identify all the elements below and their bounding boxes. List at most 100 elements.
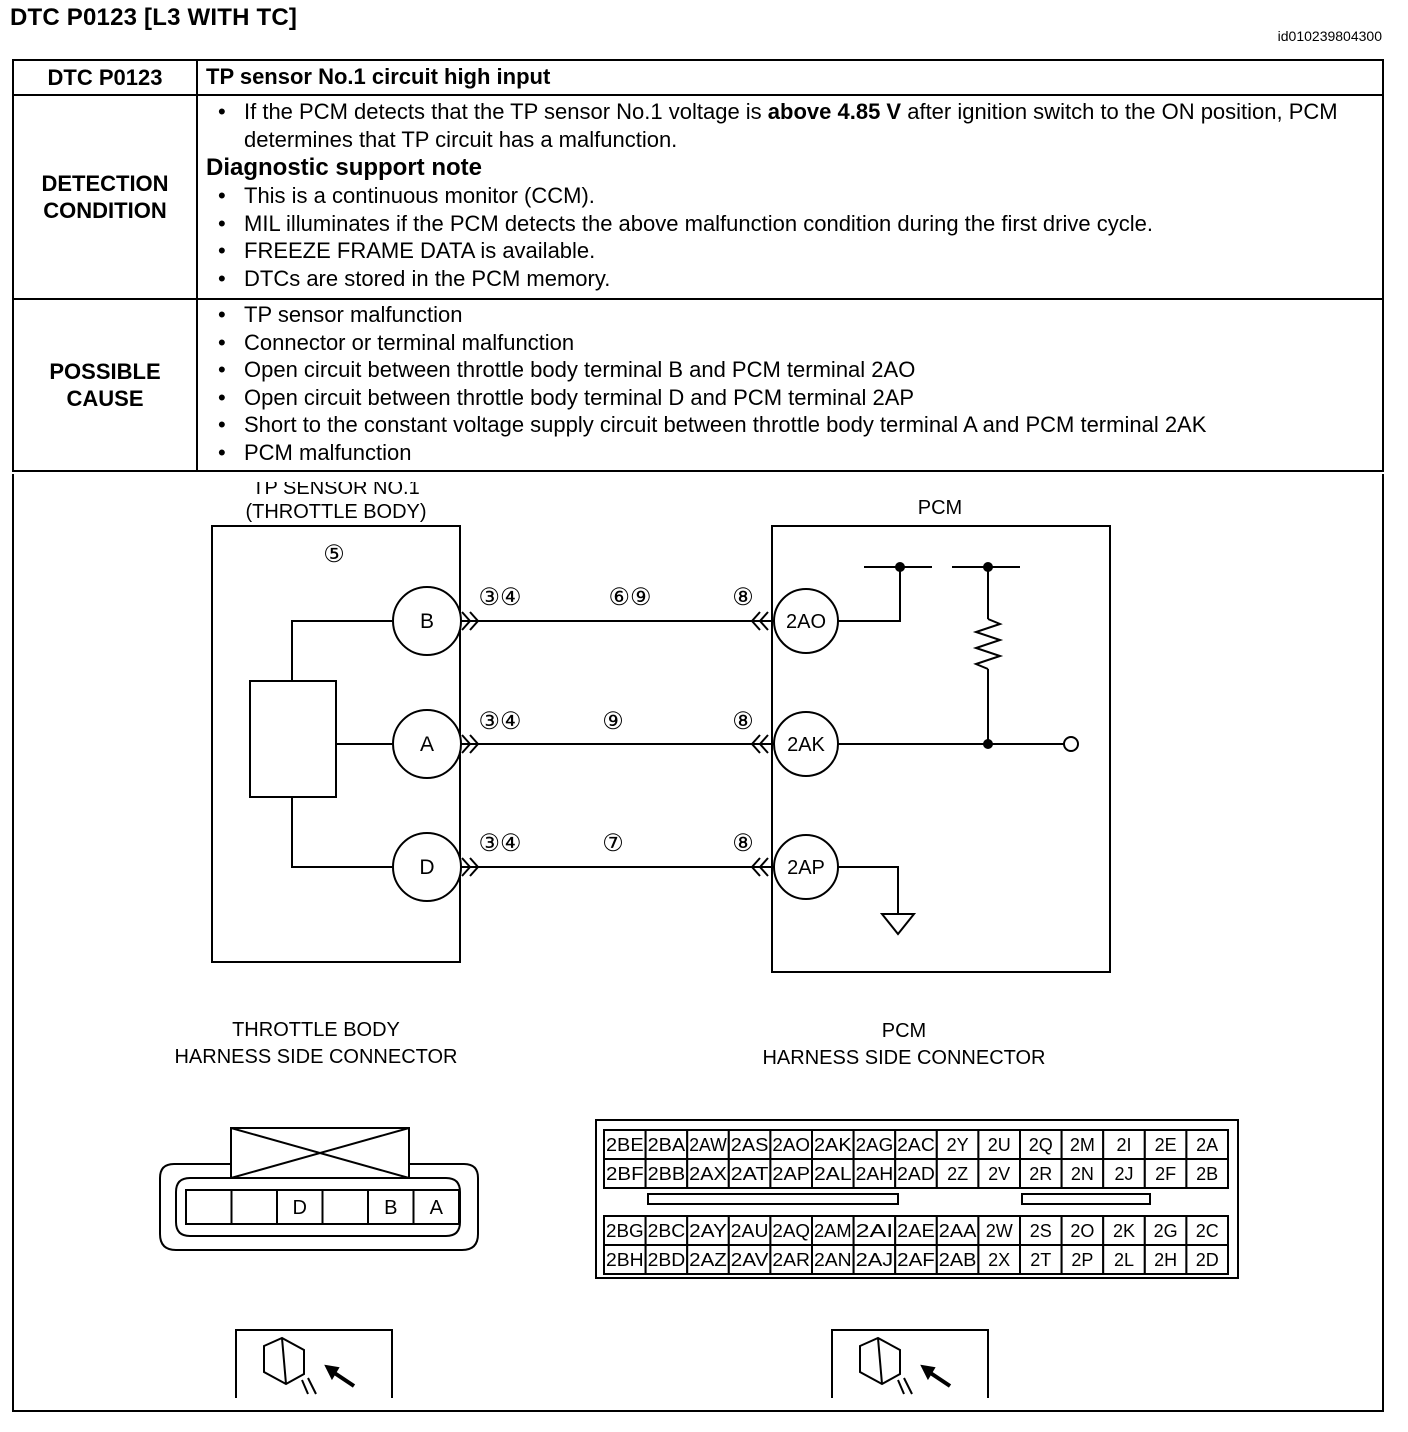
pcm-pin: 2AS [727,1129,772,1160]
throttle-body-connector [159,1127,479,1251]
pcm-pin: 2AO [769,1129,814,1160]
pcm-internal-wire-2ap [838,866,899,914]
svg-text:2BA: 2BA [648,1135,686,1155]
tb-pin [230,1189,278,1225]
pcm-signal-terminal [1063,736,1079,752]
sensor-ref-number: ⑤ [323,541,345,568]
wire-ref-left: ③④ [478,584,521,611]
cause-label-line1: POSSIBLE [49,359,161,384]
wire-ref-left: ③④ [478,708,521,735]
svg-text:2Z: 2Z [947,1164,968,1184]
pcm-pin: 2BB [644,1158,689,1189]
wire-ref-left: ③④ [478,830,521,857]
pcm-terminal-2ap: 2AP [773,834,839,900]
pcm-pin: 2M [1060,1129,1105,1160]
pcm-pin: 2AW [686,1129,730,1160]
pcm-internal-wire-2ao [838,567,901,622]
svg-text:D: D [293,1197,307,1219]
svg-text:2AL: 2AL [814,1164,852,1184]
svg-text:2AS: 2AS [731,1135,769,1155]
svg-text:A: A [420,733,434,756]
wire-ref-mid: ⑥⑨ [608,584,651,611]
cause-row: POSSIBLE CAUSE TP sensor malfunction Con… [12,298,1384,472]
svg-text:2A: 2A [1196,1135,1218,1155]
detection-label: DETECTION CONDITION [12,94,198,300]
support-note-list: This is a continuous monitor (CCM). MIL … [206,182,1374,292]
svg-text:2T: 2T [1030,1250,1051,1270]
svg-text:2J: 2J [1114,1164,1133,1184]
svg-text:2F: 2F [1155,1164,1176,1184]
svg-text:2BG: 2BG [606,1221,644,1241]
svg-text:2N: 2N [1071,1164,1094,1184]
svg-text:2L: 2L [1114,1250,1134,1270]
pcm-pin: 2AM [811,1215,855,1246]
tb-pin: A [412,1189,460,1225]
pcm-pin: 2AB [935,1244,980,1275]
pcm-pin: 2AE [894,1215,938,1246]
connector-chevron [461,611,480,631]
connector-chevron [461,734,480,754]
tb-pin [321,1189,369,1225]
svg-text:2H: 2H [1154,1250,1177,1270]
svg-text:2AR: 2AR [772,1250,810,1270]
cause-list: TP sensor malfunction Connector or termi… [206,301,1374,466]
svg-text:2AP: 2AP [787,857,825,879]
svg-text:2C: 2C [1196,1221,1219,1241]
svg-text:2X: 2X [988,1250,1010,1270]
tb-pin: B [367,1189,415,1225]
svg-text:A: A [430,1197,444,1219]
list-item: Open circuit between throttle body termi… [206,356,1374,384]
detection-row: DETECTION CONDITION If the PCM detects t… [12,94,1384,300]
detection-label-line1: DETECTION [41,171,169,196]
pcm-terminal-2ak: 2AK [773,711,839,777]
svg-text:2AF: 2AF [897,1250,935,1270]
pcm-pin: 2B [1185,1158,1230,1189]
sensor-wire-b [291,620,392,681]
junction-dot [983,562,993,572]
svg-text:2K: 2K [1113,1221,1135,1241]
svg-text:2S: 2S [1030,1221,1052,1241]
svg-text:2AK: 2AK [814,1135,852,1155]
pcm-pin: 2AN [811,1244,855,1275]
pcm-pin: 2BF [603,1158,647,1189]
pcm-pin: 2AA [935,1215,980,1246]
pcm-pin: 2AT [727,1158,772,1189]
pcm-pin: 2BG [603,1215,647,1246]
list-item: Short to the constant voltage supply cir… [206,411,1374,439]
tp-sensor-element [249,680,337,798]
svg-text:2R: 2R [1029,1164,1052,1184]
junction-dot [895,562,905,572]
svg-text:2BH: 2BH [606,1250,644,1270]
connector-view-icon [235,1329,393,1398]
pcm-pin: 2J [1102,1158,1146,1189]
dtc-table: DTC P0123 TP sensor No.1 circuit high in… [12,59,1384,472]
svg-text:2I: 2I [1116,1135,1131,1155]
pcm-pin: 2L [1102,1244,1146,1275]
svg-text:2AP: 2AP [772,1164,810,1184]
pcm-pin: 2H [1143,1244,1188,1275]
dtc-description: TP sensor No.1 circuit high input [196,59,1384,96]
pcm-pin: 2O [1060,1215,1105,1246]
svg-text:2B: 2B [1196,1164,1218,1184]
pcm-pin: 2AV [727,1244,772,1275]
detection-item: If the PCM detects that the TP sensor No… [206,98,1374,153]
wire-ref-right: ⑧ [732,584,754,611]
pcm-pin: 2AJ [852,1244,897,1275]
pcm-pin: 2K [1102,1215,1146,1246]
tb-pin [185,1189,233,1225]
pcm-pin: 2AY [686,1215,730,1246]
sensor-terminal-d: D [392,832,462,902]
pcm-pin: 2W [977,1215,1022,1246]
svg-text:2AG: 2AG [856,1135,894,1155]
cause-label-line2: CAUSE [66,386,144,411]
svg-text:2BC: 2BC [648,1221,686,1241]
pcm-pin: 2AG [852,1129,897,1160]
pcm-pin: 2U [977,1129,1022,1160]
pcm-pin: 2Z [935,1158,980,1189]
svg-text:2Y: 2Y [947,1135,969,1155]
svg-text:2BF: 2BF [606,1164,644,1184]
list-item: DTCs are stored in the PCM memory. [206,265,1374,293]
page-title: DTC P0123 [L3 WITH TC] [10,4,298,31]
